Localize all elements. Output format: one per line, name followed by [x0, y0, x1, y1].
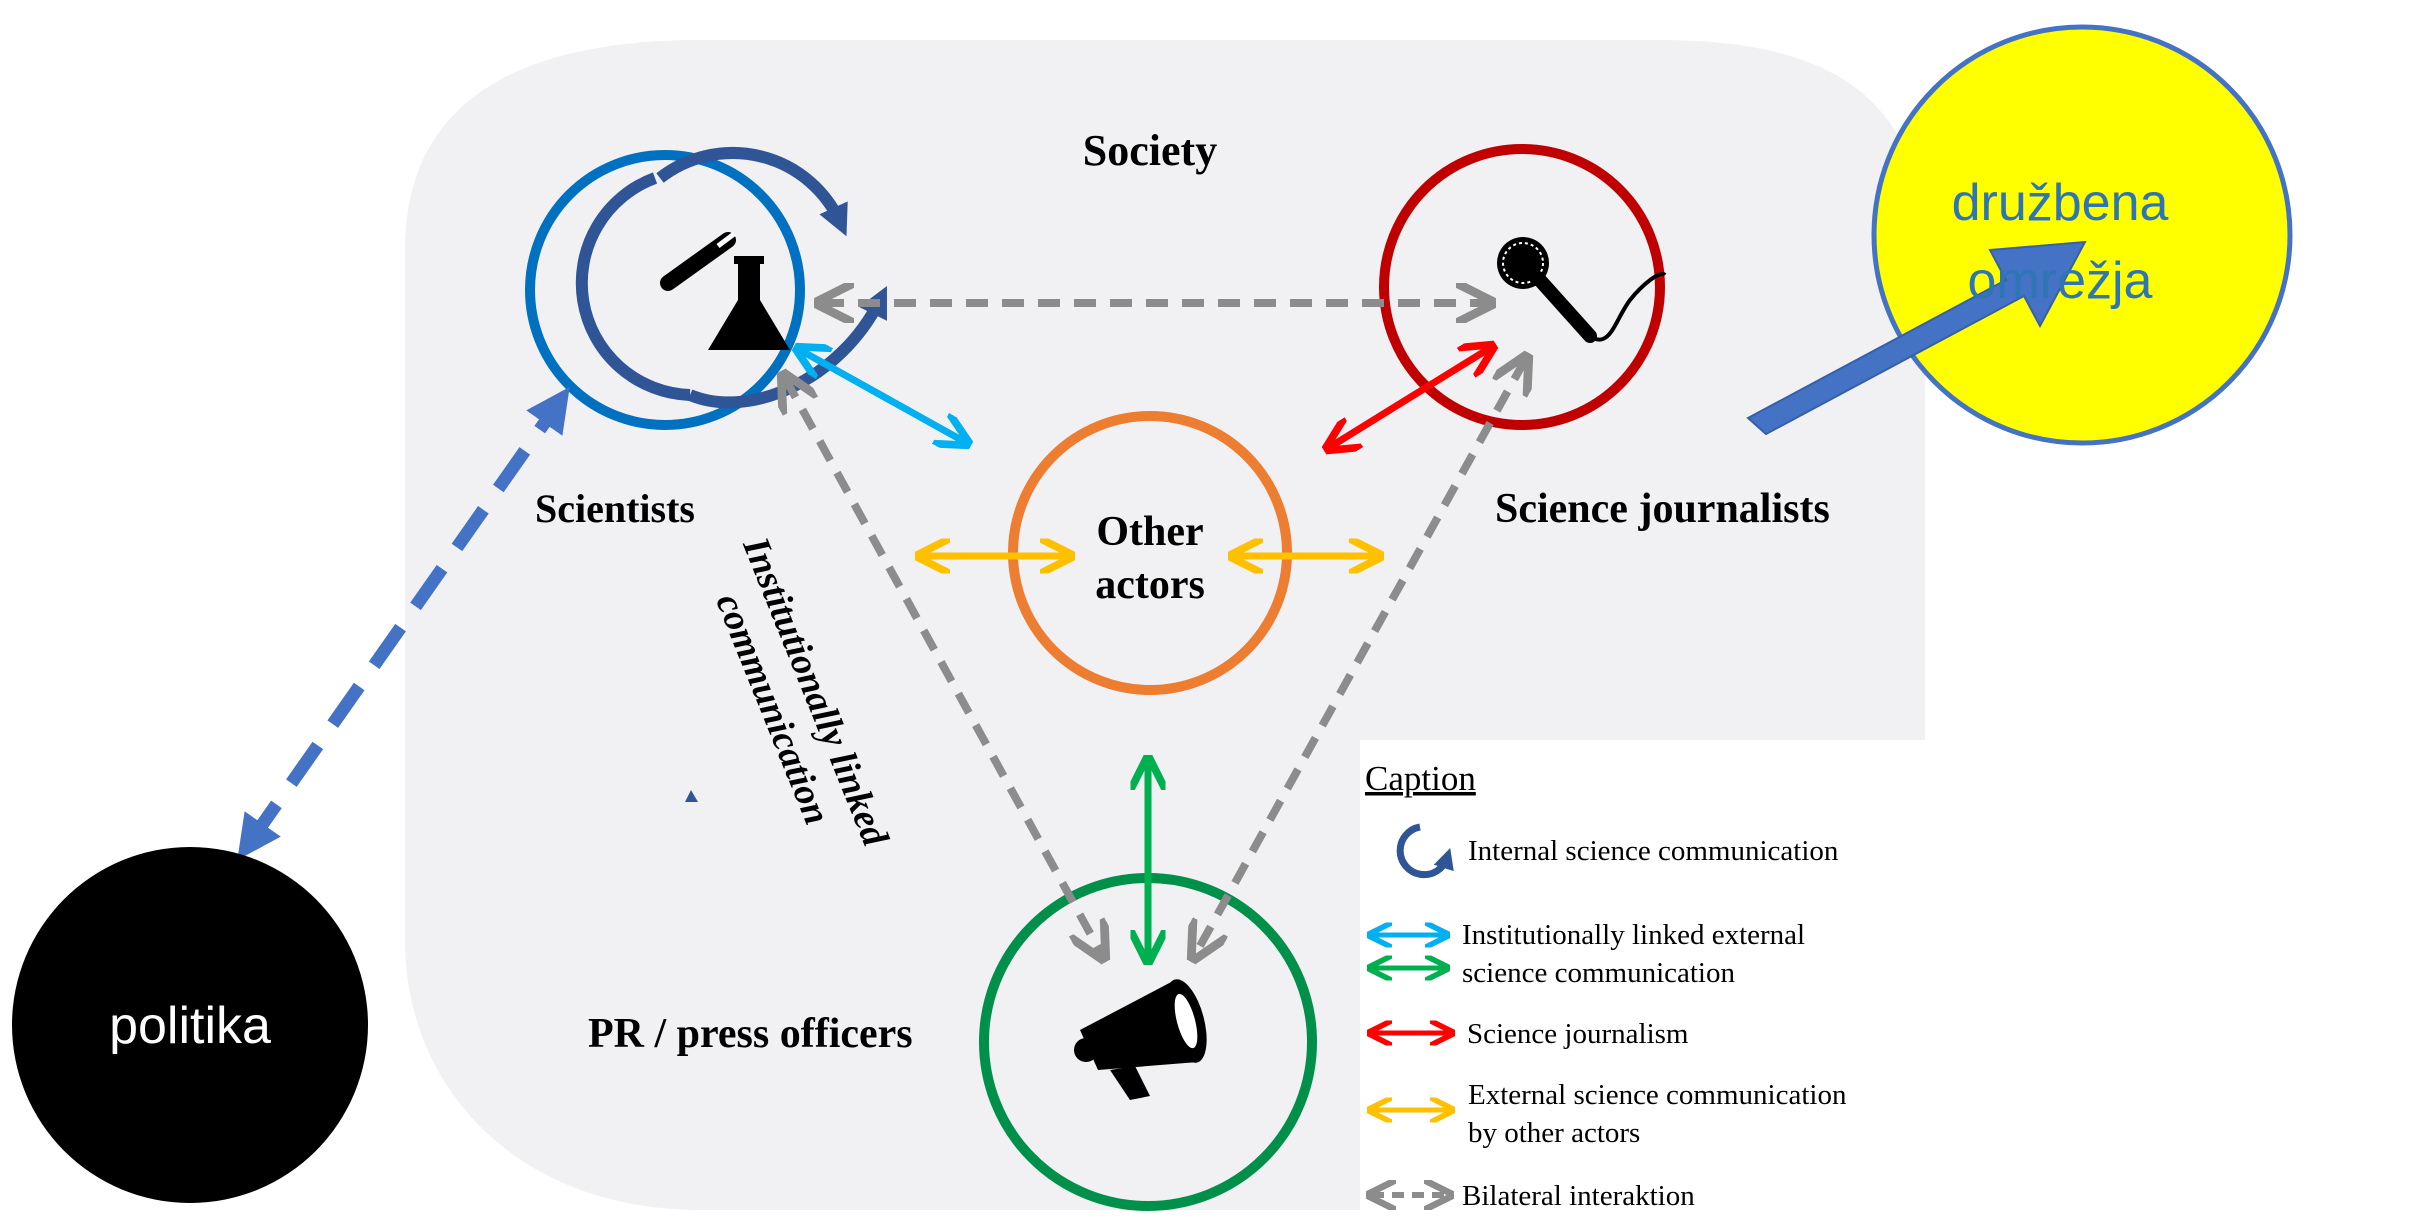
caption-item-institutional-line2: science communication [1462, 957, 1735, 989]
caption-item-other-actors-line2: by other actors [1468, 1117, 1640, 1149]
other-actors-label-line2: actors [1095, 562, 1205, 608]
arrow-scientists-pr [785, 378, 1102, 955]
science-journalists-label: Science journalists [1495, 486, 1830, 532]
caption-item-bilateral: Bilateral interaktion [1462, 1180, 1695, 1212]
caption-item-other-actors-line1: External science communication [1468, 1079, 1847, 1111]
social-networks-circle [1871, 24, 2293, 446]
megaphone-icon [1074, 979, 1207, 1100]
big-arrow-to-social-networks [1746, 240, 2087, 436]
arrow-journalists-pr [1195, 360, 1525, 955]
caption-item-internal: Internal science communication [1468, 835, 1839, 867]
scientists-label: Scientists [535, 486, 695, 531]
flask-icon [660, 232, 790, 350]
society-label: Society [1083, 126, 1217, 175]
caption-item-journalism: Science journalism [1467, 1018, 1689, 1050]
politika-circle [12, 847, 368, 1203]
arrow-scientists-other-actors [800, 350, 965, 442]
social-networks-label-line1: družbena [1952, 174, 2169, 232]
politika-label: politika [109, 997, 271, 1055]
arrow-politika-scientists [237, 386, 570, 861]
scientists-ring [525, 150, 805, 430]
bilateral-arrows [785, 303, 1525, 955]
pr-officers-label: PR / press officers [588, 1011, 913, 1057]
caption-background [1362, 740, 1922, 1220]
caption-item-institutional-line1: Institutionally linked external [1462, 919, 1805, 951]
arrow-journalists-other-actors [1330, 348, 1490, 447]
internal-communication-legend-icon [1396, 823, 1454, 879]
caption-title: Caption [1365, 759, 1476, 798]
social-networks-label-line2: omrežja [1968, 252, 2153, 310]
other-actors-label-line1: Other [1096, 509, 1203, 555]
caption-legend: Caption Internal science communication I… [1362, 740, 1922, 1220]
small-triangle [685, 790, 698, 802]
microphone-icon [1497, 237, 1667, 343]
